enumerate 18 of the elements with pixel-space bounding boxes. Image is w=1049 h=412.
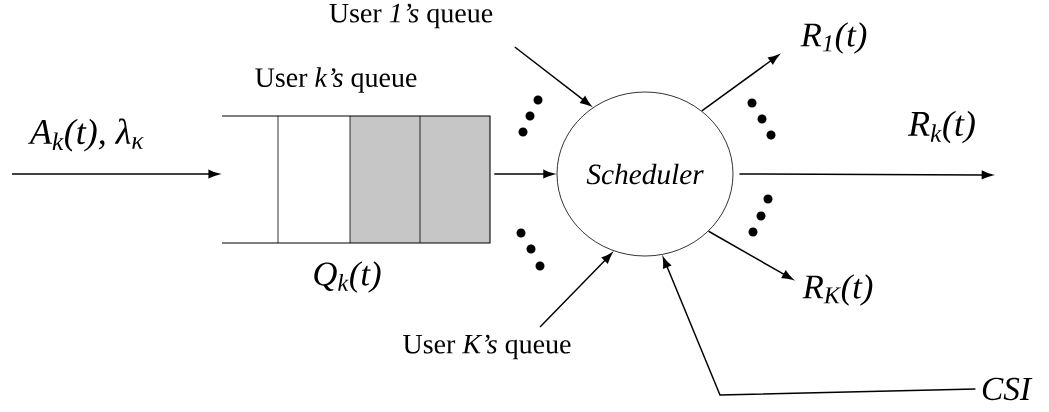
- edge-label: A$_{k}$(t), λ$_{κ}$: [27, 117, 146, 153]
- queue-label: User K’s queue: [403, 334, 571, 360]
- arrow: [738, 170, 993, 180]
- arrow: [707, 230, 793, 280]
- rate-label: R$_{K}$(t): [802, 274, 873, 306]
- queue-label: User k’s queue: [255, 67, 417, 93]
- arrow: [11, 169, 220, 179]
- edge-label: R$_{k}$(t): [906, 109, 978, 145]
- arrow: [662, 257, 977, 396]
- queue-label: User 1’s queue: [329, 3, 493, 29]
- csi-label: CSI: [982, 377, 1033, 401]
- arrow: [514, 46, 592, 107]
- arrow: [701, 54, 780, 112]
- arrow: [493, 169, 555, 179]
- queue-length-label: Q$_{k}$(t): [314, 261, 381, 293]
- arrow: [539, 252, 613, 328]
- queue-box: [221, 115, 491, 244]
- rate-label: R$_{1}$(t): [800, 22, 867, 54]
